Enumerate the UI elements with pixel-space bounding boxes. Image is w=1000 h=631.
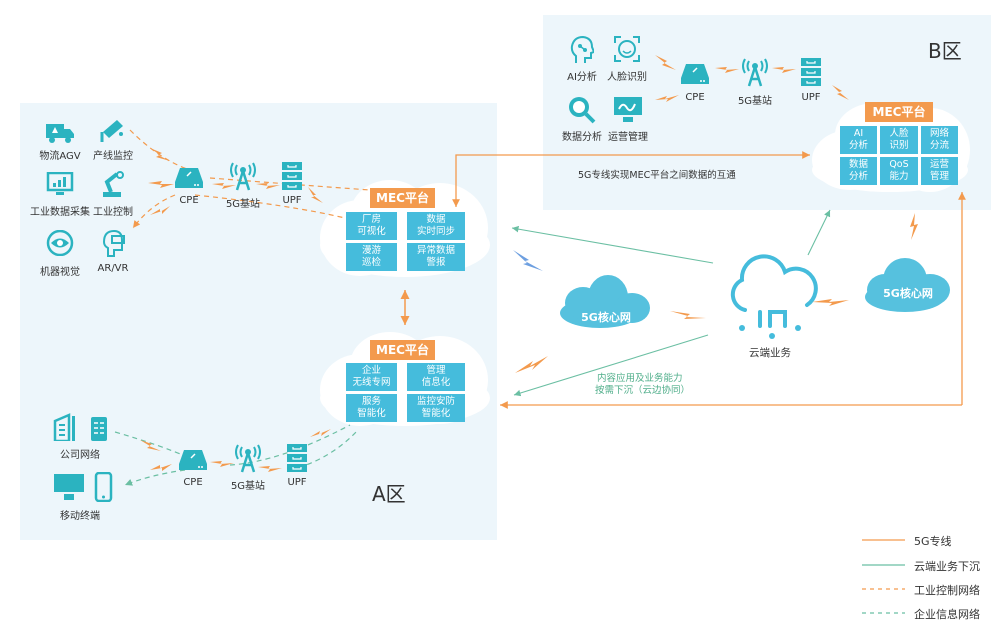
mec-cell: AI 分析 — [840, 126, 877, 154]
cloud-service-label: 云端业务 — [749, 347, 791, 359]
mec-cell: 运营 管理 — [921, 157, 958, 185]
legend-label: 工业控制网络 — [914, 584, 980, 597]
base-station-label: 5G基站 — [737, 96, 773, 107]
mec-cell: 异常数据 警报 — [407, 243, 465, 271]
mec-cell: 企业 无线专网 — [346, 363, 397, 391]
core-network-left-label: 5G核心网 — [581, 311, 631, 324]
legend-label: 企业信息网络 — [914, 608, 980, 621]
mec-cell: 数据 分析 — [840, 157, 877, 185]
device-label: 工业控制 — [93, 207, 133, 218]
truck-icon — [46, 124, 74, 143]
cloud-service-dots — [739, 325, 801, 339]
cpe-router-icon — [681, 64, 709, 84]
cpe-router-icon — [175, 168, 203, 188]
mobile-terminal-icon — [54, 472, 113, 502]
core-cloud-right — [865, 258, 950, 312]
camera-icon — [100, 120, 123, 142]
magnifier-icon — [569, 97, 596, 124]
base-station-icon — [742, 58, 768, 87]
line-5g-private-a-b — [452, 151, 810, 207]
core-cloud-left — [560, 275, 650, 328]
device-label: 物流AGV — [39, 151, 81, 162]
device-label: 人脸识别 — [607, 72, 647, 83]
vr-headset-icon — [102, 229, 125, 257]
blue-lightning-bolt — [513, 250, 543, 271]
note-interconnect: 5G专线实现MEC平台之间数据的互通 — [578, 170, 736, 181]
cpe-label: CPE — [179, 195, 199, 206]
mec-cell: 厂房 可视化 — [346, 212, 397, 240]
mec-cell: QoS 能力 — [880, 157, 918, 185]
device-label: 运营管理 — [608, 132, 648, 143]
device-label: 数据分析 — [562, 132, 602, 143]
zone-a: A区 — [20, 103, 497, 540]
mec-title: MEC平台 — [370, 188, 435, 208]
mec-title: MEC平台 — [370, 340, 435, 360]
upf-server-icon — [282, 162, 302, 190]
line-sink-to-a-bottom — [513, 334, 709, 397]
note-sink-line2: 按需下沉（云边协同） — [595, 385, 691, 396]
line-sink-to-a-top — [511, 225, 714, 264]
mec-cell: 管理 信息化 — [407, 363, 465, 391]
upf-label: UPF — [801, 92, 821, 103]
monitor-graph-icon — [614, 97, 642, 122]
cpe-label: CPE — [183, 477, 203, 488]
lightning-bolts — [140, 55, 918, 472]
mec-cell: 漫游 巡检 — [346, 243, 397, 271]
device-label: 移动终端 — [60, 511, 100, 522]
upf-label: UPF — [287, 477, 307, 488]
zone-a-label: A区 — [372, 482, 406, 506]
legend-label: 云端业务下沉 — [914, 560, 980, 573]
cpe-label: CPE — [685, 92, 705, 103]
mec-title: MEC平台 — [865, 102, 933, 122]
mec-cell: 人脸 识别 — [880, 126, 918, 154]
zone-b-label: B区 — [928, 39, 962, 63]
device-label: 机器视觉 — [40, 267, 80, 278]
line-sink-to-b — [807, 209, 831, 256]
mec-cell: 网络 分流 — [921, 126, 958, 154]
robot-arm-icon — [103, 171, 124, 197]
eye-icon — [46, 230, 74, 256]
base-station-label: 5G基站 — [230, 481, 266, 492]
cpe-router-icon — [179, 450, 207, 470]
legend-label: 5G专线 — [914, 535, 952, 548]
upf-server-icon — [287, 444, 307, 472]
device-label: AR/VR — [97, 263, 129, 274]
core-network-right-label: 5G核心网 — [883, 287, 933, 300]
device-label: 工业数据采集 — [30, 207, 90, 218]
mec-cell: 数据 实时同步 — [407, 212, 465, 240]
monitor-chart-icon — [46, 172, 74, 195]
cloud-service-icon — [730, 254, 818, 328]
device-label: 产线监控 — [93, 151, 133, 162]
base-station-icon — [230, 162, 256, 191]
mec-cell: 监控安防 智能化 — [407, 394, 465, 422]
device-label: 公司网络 — [60, 450, 100, 461]
upf-label: UPF — [282, 195, 302, 206]
base-station-label: 5G基站 — [225, 199, 261, 210]
ai-head-icon — [570, 36, 594, 63]
face-scan-icon — [614, 36, 640, 62]
base-station-icon — [235, 444, 261, 473]
building-icon — [53, 413, 107, 441]
note-sink-line1: 内容应用及业务能力 — [597, 373, 683, 384]
upf-server-icon — [801, 58, 821, 86]
mec-cell: 服务 智能化 — [346, 394, 397, 422]
device-label: AI分析 — [567, 72, 597, 83]
